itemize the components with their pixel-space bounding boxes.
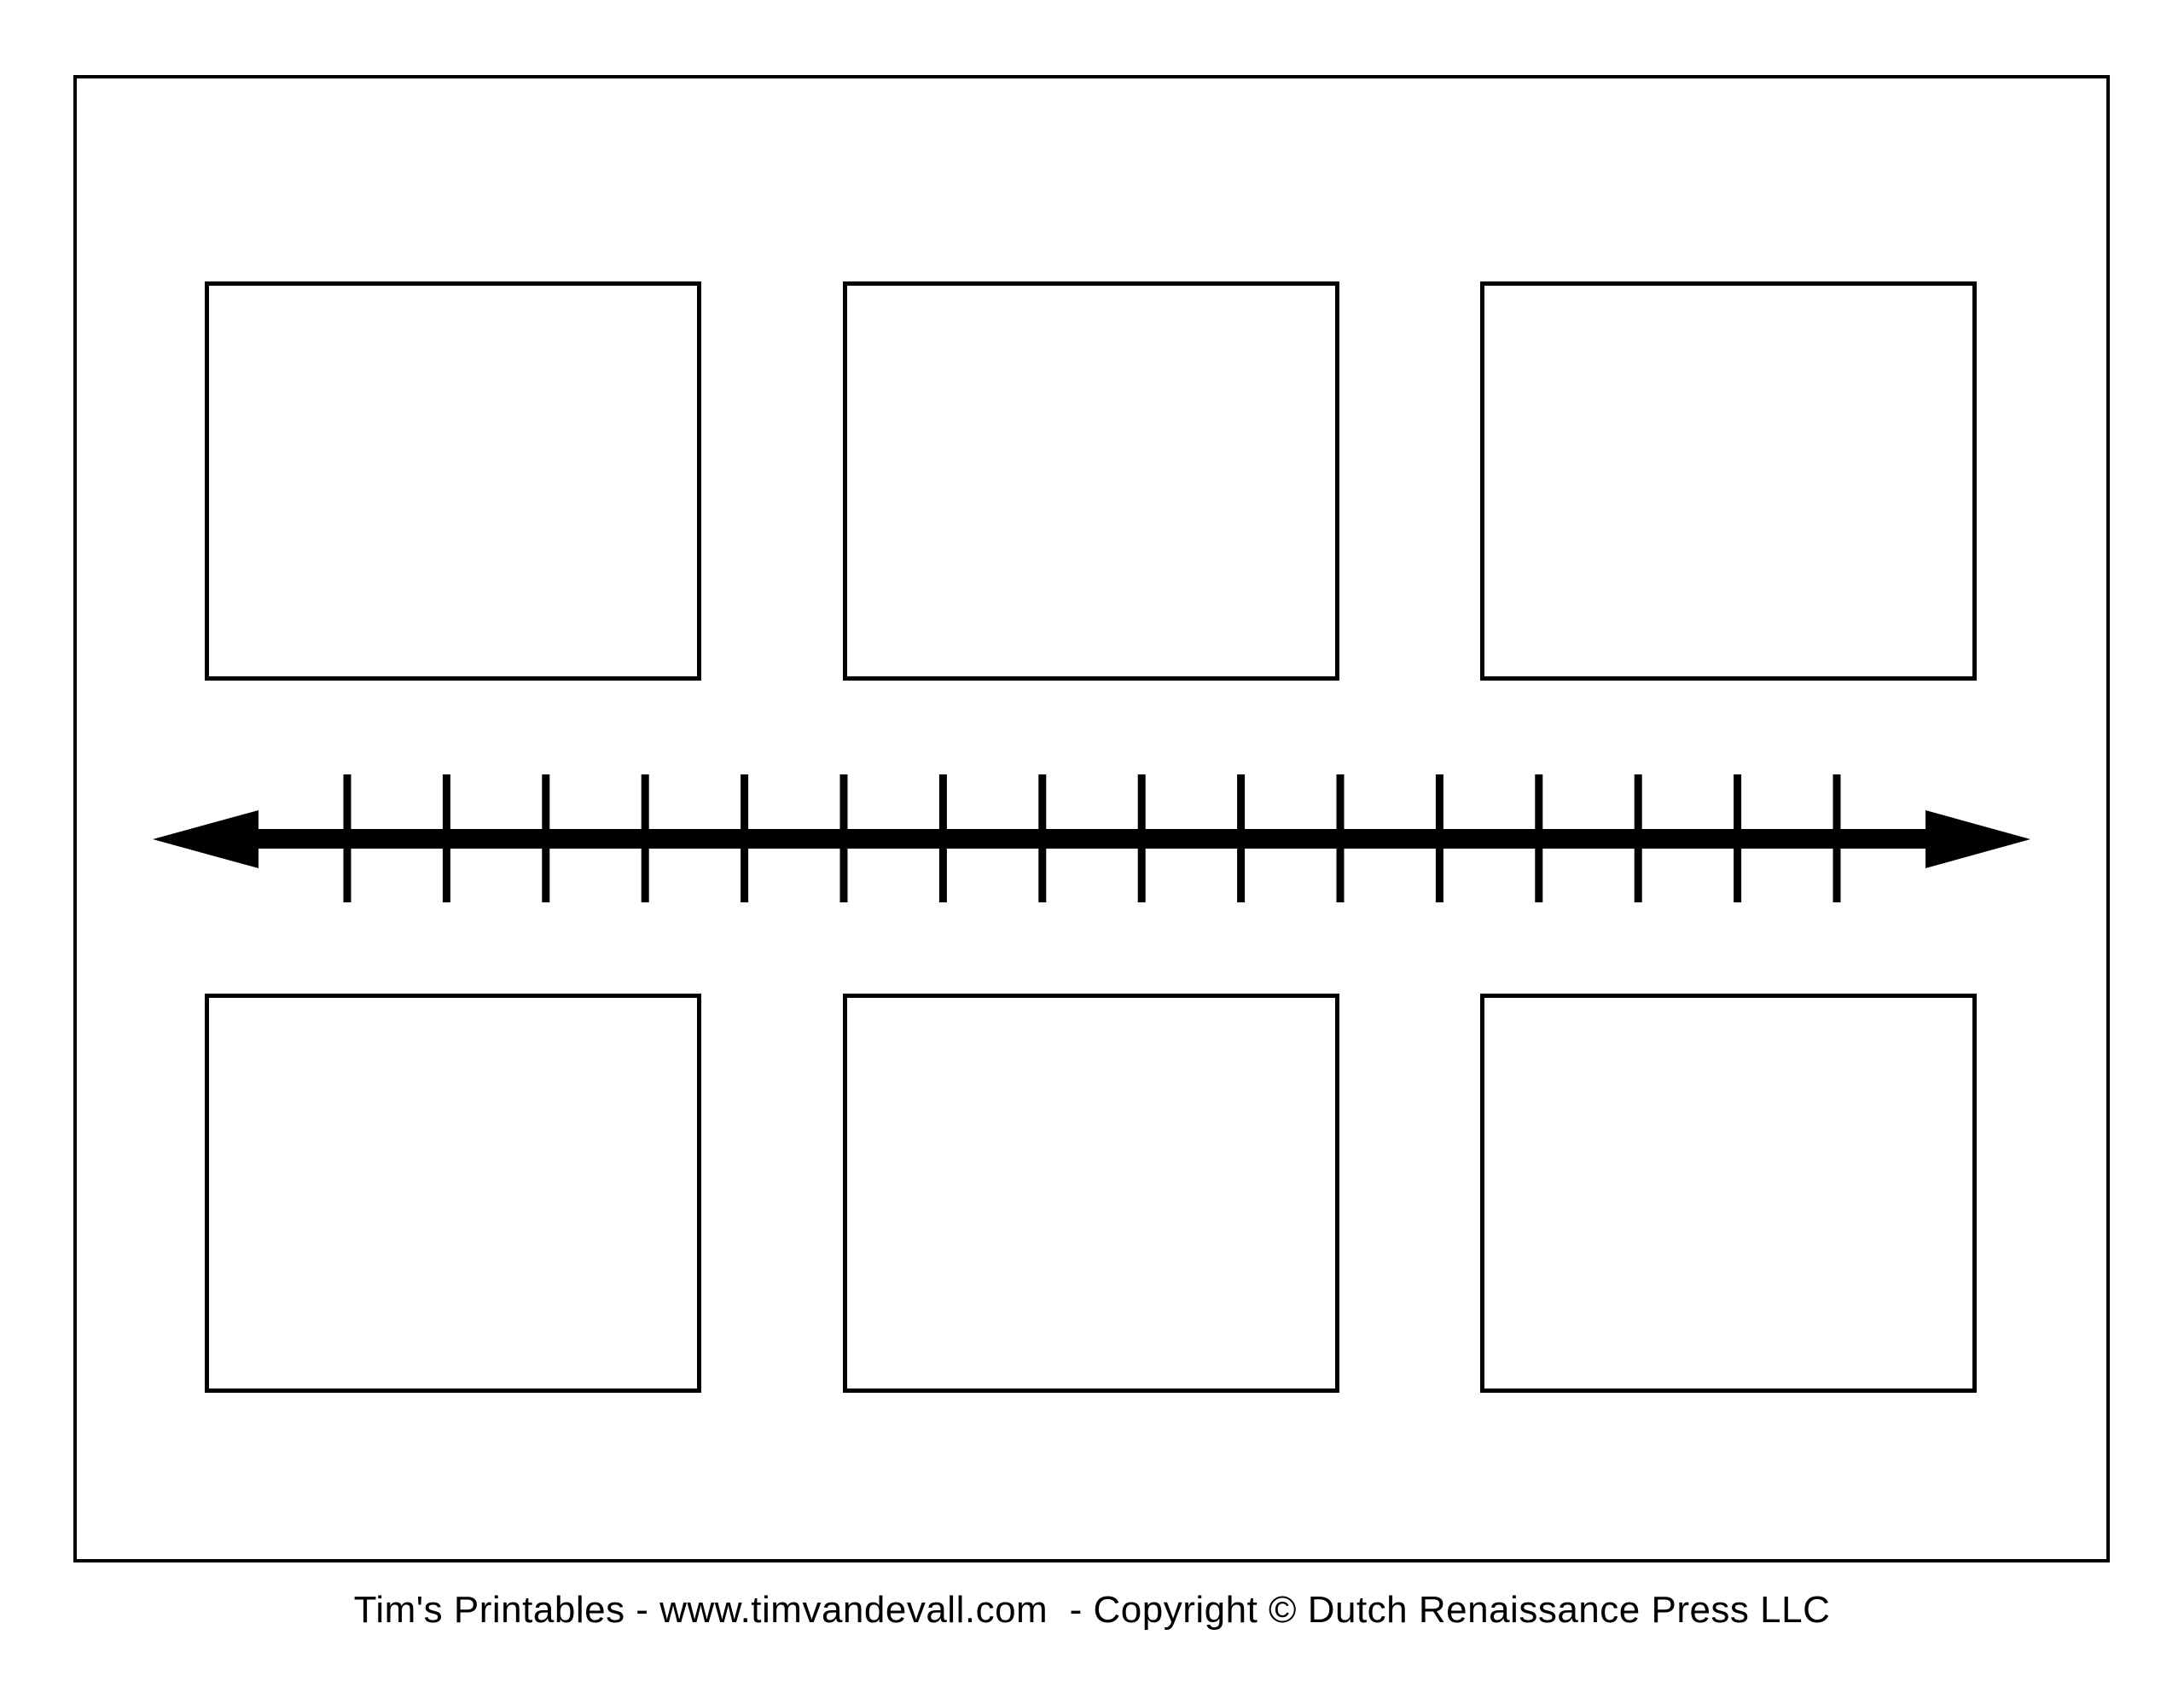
footer-credit: Tim's Printables - www.timvandevall.com … — [353, 1589, 1831, 1631]
timeline-event-box — [1480, 281, 1977, 681]
page-border-frame — [73, 75, 2110, 1562]
timeline-event-box — [843, 994, 1339, 1393]
timeline-event-box — [205, 994, 701, 1393]
timeline-event-box — [205, 281, 701, 681]
timeline-event-box — [1480, 994, 1977, 1393]
timeline-event-box — [843, 281, 1339, 681]
